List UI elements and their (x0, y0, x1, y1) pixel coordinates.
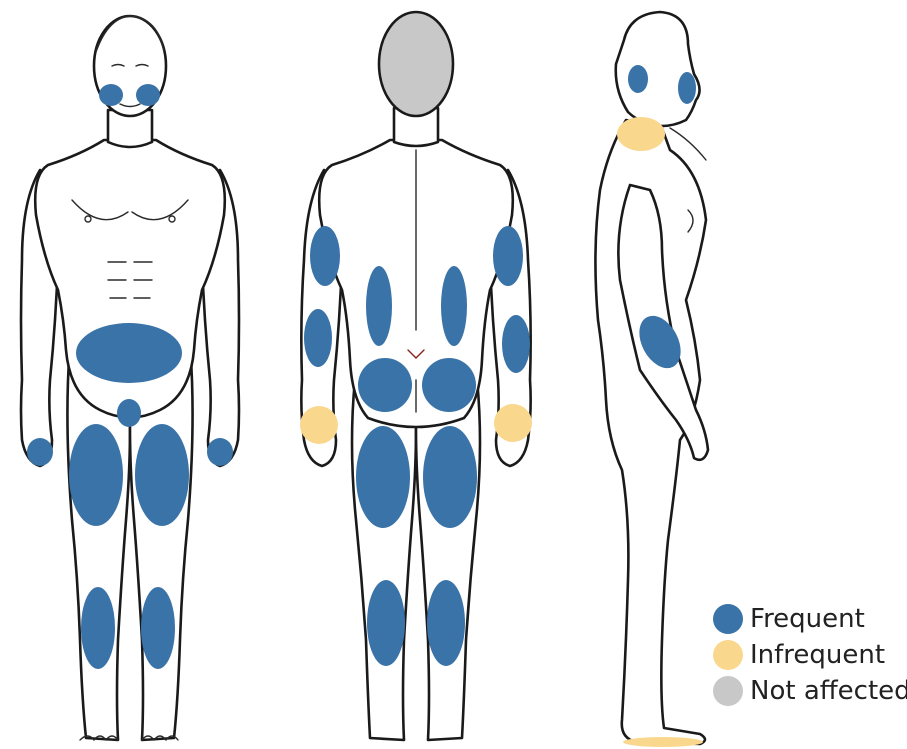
front-left-shin-patch (141, 587, 175, 669)
back-left-palm-patch (494, 404, 532, 442)
back-left-thigh-patch (423, 426, 477, 528)
back-left-forearm-patch (502, 315, 530, 373)
front-right-thigh-patch (69, 424, 123, 526)
legend-item-frequent: Frequent (713, 601, 907, 637)
legend-label-infrequent: Infrequent (750, 640, 885, 670)
legend: Frequent Infrequent Not affected (713, 601, 907, 709)
side-head (616, 12, 700, 126)
front-genital-patch (117, 399, 141, 427)
legend-swatch-frequent (713, 604, 743, 634)
front-cheek-right-patch (99, 84, 123, 106)
back-right-flank-patch (366, 266, 392, 346)
side-sole-patch (623, 737, 703, 747)
front-cheek-left-patch (136, 84, 160, 106)
legend-swatch-not-affected (713, 676, 743, 706)
side-neck-patch (617, 117, 665, 151)
back-left-buttock-patch (422, 358, 476, 412)
back-right-thigh-patch (356, 426, 410, 528)
legend-item-not-affected: Not affected (713, 673, 907, 709)
side-nose-patch (678, 72, 696, 104)
side-view-figure (595, 12, 708, 747)
back-right-palm-patch (300, 406, 338, 444)
back-right-forearm-patch (304, 309, 332, 367)
back-left-upper-arm-patch (493, 226, 523, 286)
back-right-buttock-patch (358, 358, 412, 412)
legend-swatch-infrequent (713, 640, 743, 670)
front-left-thigh-patch (135, 424, 189, 526)
side-ear-patch (628, 65, 648, 93)
back-view-figure (300, 12, 532, 740)
front-view-figure (21, 16, 239, 740)
back-right-calf-patch (367, 580, 405, 666)
back-left-flank-patch (441, 266, 467, 346)
legend-item-infrequent: Infrequent (713, 637, 907, 673)
back-head-not-affected-patch (379, 12, 453, 116)
legend-label-not-affected: Not affected (750, 676, 907, 706)
front-abdomen-patch (76, 323, 182, 383)
back-right-upper-arm-patch (310, 226, 340, 286)
legend-label-frequent: Frequent (750, 604, 865, 634)
front-left-hand-patch (207, 438, 233, 466)
front-right-hand-patch (27, 438, 53, 466)
front-right-shin-patch (81, 587, 115, 669)
back-left-calf-patch (427, 580, 465, 666)
